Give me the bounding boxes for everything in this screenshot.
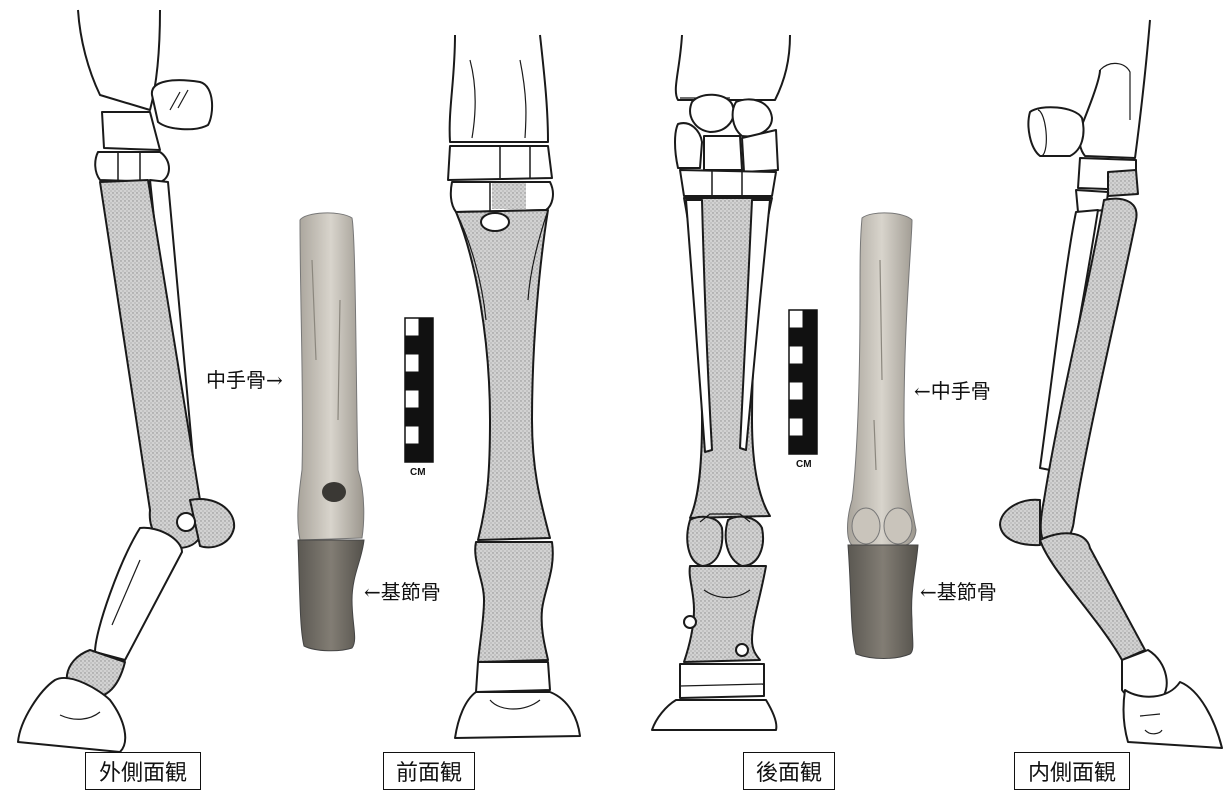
lateral-carpal-upper xyxy=(102,112,160,150)
posterior-radius xyxy=(676,35,790,100)
anterior-hoof-bone xyxy=(455,692,580,738)
lateral-cannon-bone xyxy=(100,180,204,548)
caption-medial-view: 内側面観 xyxy=(1014,752,1130,790)
posterior-sesamoid-left xyxy=(687,517,722,566)
posterior-carpal-d xyxy=(704,136,742,170)
medial-accessory-carpal xyxy=(1028,107,1083,156)
posterior-short-pastern xyxy=(680,664,764,698)
metacarpal-label-left: 中手骨→ xyxy=(206,368,283,392)
scale-bar-right xyxy=(789,310,817,454)
phalanx-label-right: ←基節骨 xyxy=(920,580,997,604)
scale-left-segment xyxy=(405,390,419,408)
anterior-pastern-bone xyxy=(475,542,553,662)
scale-unit-left: CM xyxy=(410,467,426,478)
anterior-radius xyxy=(450,35,548,142)
lateral-accessory-carpal xyxy=(152,80,212,129)
metacarpal-label-right: ←中手骨 xyxy=(914,379,991,403)
posterior-view-drawing xyxy=(652,35,790,730)
scale-right-solid-column xyxy=(803,310,817,454)
lateral-radius xyxy=(78,10,160,110)
specimen-right-phalanx xyxy=(848,545,918,659)
caption-lateral-view: 外側面観 xyxy=(85,752,201,790)
scale-left-segment xyxy=(405,408,419,426)
scale-left-segment xyxy=(405,354,419,372)
caption-anterior-view: 前面観 xyxy=(383,752,475,790)
posterior-sesamoid-right xyxy=(726,517,763,566)
medial-view-drawing xyxy=(1000,20,1222,748)
specimen-photo-right xyxy=(848,213,919,659)
posterior-carpal-f xyxy=(680,170,776,196)
scale-left-segment xyxy=(405,336,419,354)
posterior-carpal-e xyxy=(742,130,778,172)
scale-right-segment xyxy=(789,328,803,346)
medial-radius xyxy=(1079,20,1150,158)
scale-right-segment xyxy=(789,418,803,436)
scale-left-segment xyxy=(405,318,419,336)
scale-right-segment xyxy=(789,364,803,382)
scale-bar-left xyxy=(405,318,433,462)
scale-right-segment xyxy=(789,346,803,364)
scale-left-segment xyxy=(405,372,419,390)
lateral-view-drawing xyxy=(18,10,234,752)
scale-right-segment xyxy=(789,400,803,418)
specimen-left-phalanx xyxy=(298,540,364,651)
scale-right-segment xyxy=(789,382,803,400)
medial-sesamoid xyxy=(1000,500,1040,545)
anterior-cannon-bone xyxy=(456,210,550,540)
posterior-carpal-a xyxy=(690,95,734,132)
scale-unit-right: CM xyxy=(796,459,812,470)
phalanx-label-left: ←基節骨 xyxy=(364,580,441,604)
scale-right-segment xyxy=(789,310,803,328)
lateral-pastern-bone xyxy=(95,528,182,660)
anterior-view-drawing xyxy=(448,35,580,738)
anterior-carpal-shaded xyxy=(492,183,526,209)
scale-right-segment xyxy=(789,436,803,454)
medial-pastern-bone xyxy=(1040,533,1145,660)
posterior-carpal-b xyxy=(733,99,772,136)
scale-left-segment xyxy=(405,426,419,444)
posterior-hoof-bone xyxy=(652,700,776,730)
anterior-short-pastern xyxy=(476,662,550,692)
caption-posterior-view: 後面観 xyxy=(743,752,835,790)
posterior-pastern-bone xyxy=(684,566,766,662)
scale-left-solid-column xyxy=(419,318,433,462)
medial-carpal-shaded xyxy=(1108,170,1138,196)
posterior-carpal-c xyxy=(675,123,702,168)
specimen-photo-left xyxy=(298,213,364,651)
lateral-carpal-lower xyxy=(95,152,169,182)
scale-left-segment xyxy=(405,444,419,462)
